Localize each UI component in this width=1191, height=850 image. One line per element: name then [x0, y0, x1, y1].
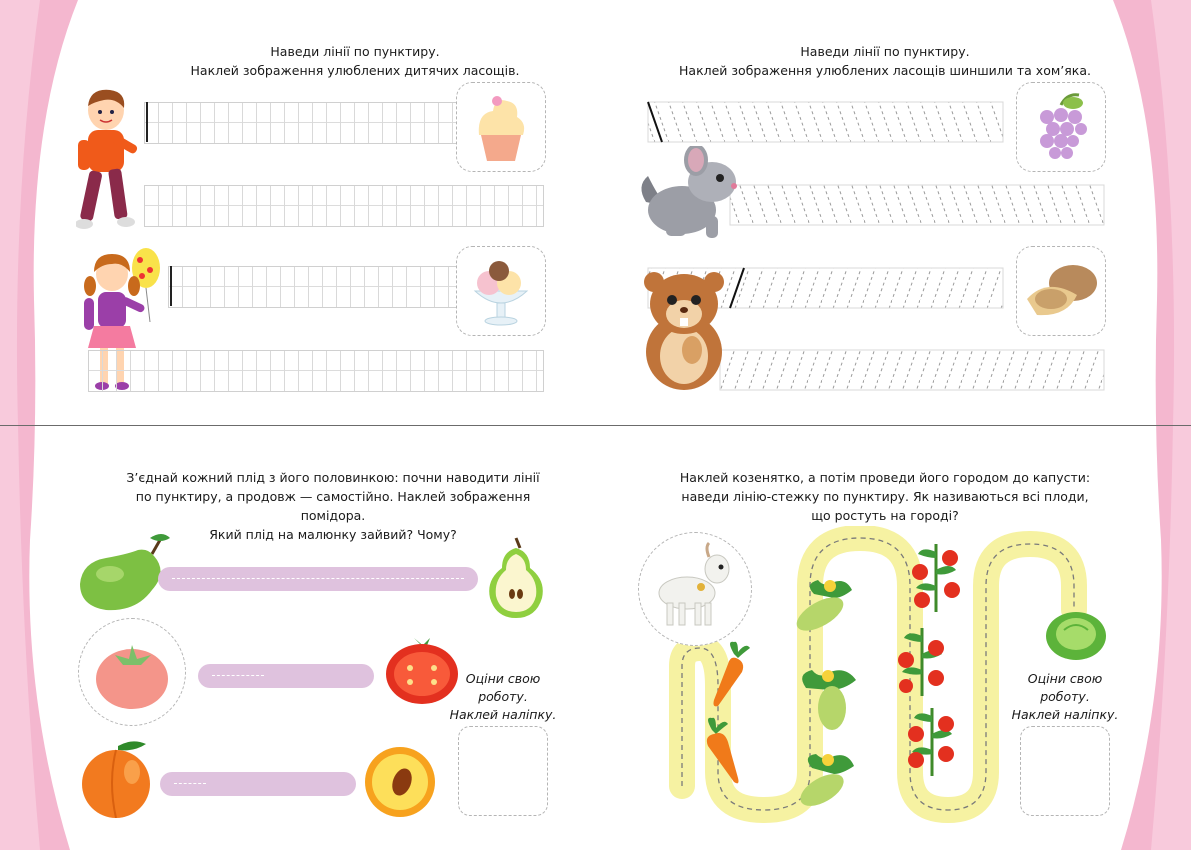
girl-with-balloon-icon: [84, 248, 160, 390]
match-lane-tomato[interactable]: [198, 664, 374, 688]
rate-line: роботу.: [478, 689, 528, 704]
rate-line: Наклей наліпку.: [1011, 707, 1119, 722]
sticker-box-ice-cream[interactable]: [456, 246, 546, 336]
cabbage-icon: [1046, 612, 1106, 660]
sticker-box-grapes[interactable]: [1016, 82, 1106, 172]
tomato-plant-icon: [898, 628, 944, 696]
rate-line: роботу.: [1040, 689, 1090, 704]
top-left-instruction: Наведи лінії по пунктиру. Наклей зображе…: [120, 42, 590, 80]
garden-path[interactable]: [660, 526, 1090, 826]
peach-icon: [82, 741, 150, 818]
rating-sticker-box[interactable]: [458, 726, 548, 816]
peach-half-icon: [365, 747, 435, 817]
instruction-line: Наведи лінії по пунктиру.: [270, 44, 440, 59]
left-curtain: [0, 0, 78, 850]
instruction-line: З’єднай кожний плід з його половинкою: п…: [126, 470, 540, 485]
instruction-line: Наклей зображення улюблених дитячих ласо…: [190, 63, 520, 78]
rate-line: Оціни свою: [1027, 671, 1103, 686]
page-divider: [0, 425, 1191, 426]
match-lane-pear[interactable]: [158, 567, 478, 591]
instruction-line: Наведи лінії по пунктиру.: [800, 44, 970, 59]
tomato-icon: [96, 645, 168, 709]
trace-start-mark: [146, 102, 148, 142]
goat-icon: [658, 541, 730, 626]
sticker-box-cupcake[interactable]: [456, 82, 546, 172]
tomato-half-icon: [386, 638, 458, 704]
right-curtain: [1113, 0, 1191, 850]
top-right-instruction: Наведи лінії по пунктиру. Наклей зображе…: [640, 42, 1130, 80]
rate-line: Оціни свою: [465, 671, 541, 686]
carrot-icon: [713, 641, 750, 707]
instruction-line: що ростуть на городі?: [811, 508, 959, 523]
tomato-plant-icon: [908, 708, 954, 776]
walnut-icon: [1027, 265, 1097, 316]
pear-icon: [80, 534, 170, 611]
ice-cream-icon: [473, 261, 529, 326]
trace-row[interactable]: [144, 185, 544, 227]
trace-row[interactable]: [88, 350, 544, 392]
zucchini-icon: [802, 670, 856, 730]
instruction-line: Наклей козенятко, а потім проведи його г…: [679, 470, 1091, 485]
match-lane-peach[interactable]: [160, 772, 356, 796]
instruction-line: Який плід на малюнку зайвий? Чому?: [209, 527, 457, 542]
bottom-left-instruction: З’єднай кожний плід з його половинкою: п…: [108, 468, 558, 544]
bottom-right-rate-text: Оціни свою роботу. Наклей наліпку.: [1010, 670, 1120, 724]
zucchini-icon: [796, 580, 852, 631]
instruction-line: по пунктиру, а продовж — самостійно. Нак…: [135, 489, 531, 523]
bottom-left-rate-text: Оціни свою роботу. Наклей наліпку.: [448, 670, 558, 724]
cupcake-icon: [478, 96, 525, 161]
chinchilla-icon: [641, 146, 737, 238]
boy-icon: [76, 89, 138, 229]
carrot-icon: [706, 717, 739, 784]
zucchini-icon: [800, 754, 854, 806]
instruction-line: Наклей зображення улюблених ласощів шинш…: [679, 63, 1091, 78]
grapes-icon: [1040, 93, 1087, 159]
trace-start-mark: [170, 266, 172, 306]
instruction-line: наведи лінію-стежку по пунктиру. Як нази…: [681, 489, 1089, 504]
sticker-box-walnut[interactable]: [1016, 246, 1106, 336]
diagonal-trace-rows[interactable]: [640, 100, 1110, 394]
rate-line: Наклей наліпку.: [449, 707, 557, 722]
hamster-icon: [644, 272, 724, 390]
sticker-circle-goat[interactable]: [638, 532, 752, 646]
sticker-circle-tomato[interactable]: [78, 618, 186, 726]
bottom-right-instruction: Наклей козенятко, а потім проведи його г…: [650, 468, 1120, 525]
tomato-plant-icon: [912, 544, 960, 612]
pear-half-icon: [489, 537, 543, 618]
rating-sticker-box[interactable]: [1020, 726, 1110, 816]
